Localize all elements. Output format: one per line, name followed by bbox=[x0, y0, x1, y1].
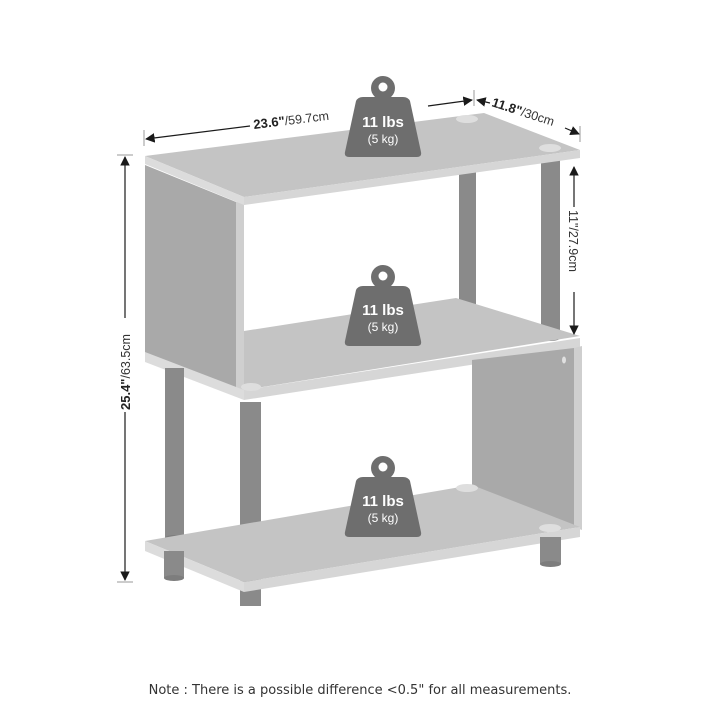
height-imperial: 25.4" bbox=[118, 379, 133, 410]
weight-lbs: 11 lbs bbox=[362, 493, 404, 510]
weight-badge-top: 11 lbs (5 kg) bbox=[344, 76, 422, 157]
height-metric: /63.5cm bbox=[119, 334, 133, 378]
weight-kg: (5 kg) bbox=[368, 132, 399, 146]
pole-cap bbox=[539, 144, 561, 152]
pole-upper-back bbox=[459, 168, 476, 308]
dimension-shelf-gap: 11"/27.9cm bbox=[566, 166, 580, 335]
foot bbox=[540, 537, 561, 564]
pole-upper-front bbox=[541, 160, 560, 338]
weight-badge-middle: 11 lbs (5 kg) bbox=[344, 265, 422, 346]
measurement-note: Note : There is a possible difference <0… bbox=[148, 683, 572, 698]
weight-kg: (5 kg) bbox=[368, 320, 399, 334]
depth-metric: /30cm bbox=[519, 105, 556, 129]
foot bbox=[240, 592, 261, 606]
depth-imperial: 11.8" bbox=[490, 95, 524, 119]
width-imperial: 23.6" bbox=[253, 113, 286, 132]
pole-cap bbox=[456, 115, 478, 123]
weight-icon bbox=[344, 76, 422, 157]
foot bbox=[164, 551, 184, 578]
middle-panel-edge bbox=[145, 352, 244, 400]
svg-text:25.4"/63.5cm: 25.4"/63.5cm bbox=[118, 334, 133, 410]
weight-icon bbox=[344, 456, 422, 537]
dimension-width: 23.6"/59.7cm bbox=[143, 90, 475, 146]
width-metric: /59.7cm bbox=[284, 109, 330, 128]
weight-lbs: 11 lbs bbox=[362, 302, 404, 319]
lower-side-panel bbox=[472, 348, 574, 527]
weight-lbs: 11 lbs bbox=[362, 114, 404, 131]
pole-lower-back bbox=[165, 368, 184, 538]
weight-badge-bottom: 11 lbs (5 kg) bbox=[344, 456, 422, 537]
svg-text:23.6"/59.7cm: 23.6"/59.7cm bbox=[253, 108, 330, 132]
gap-imperial: 11" bbox=[566, 210, 580, 227]
dimension-height: 25.4"/63.5cm bbox=[117, 154, 133, 583]
weight-icon bbox=[344, 265, 422, 346]
upper-side-panel bbox=[145, 165, 236, 394]
weight-kg: (5 kg) bbox=[368, 511, 399, 525]
gap-metric: /27.9cm bbox=[566, 227, 580, 271]
svg-text:11"/27.9cm: 11"/27.9cm bbox=[566, 210, 580, 272]
